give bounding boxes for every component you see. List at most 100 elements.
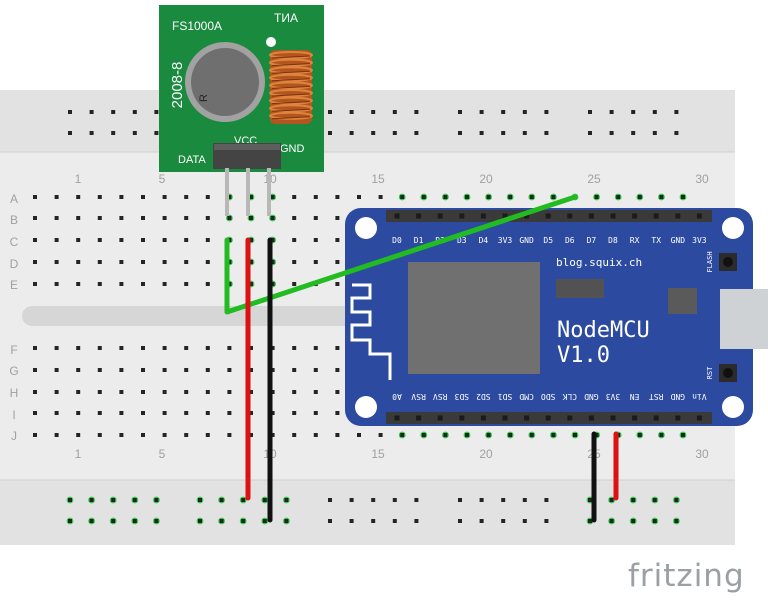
- header-pin: [567, 415, 573, 421]
- hole: [551, 195, 556, 199]
- hole: [141, 195, 145, 199]
- hole: [249, 260, 253, 264]
- board-title: NodeMCU: [557, 318, 650, 343]
- hole: [522, 110, 527, 114]
- hole: [54, 216, 59, 220]
- hole: [357, 433, 361, 437]
- hole: [486, 433, 491, 437]
- bottom-pin-label: CLK: [562, 392, 577, 401]
- hole: [205, 216, 210, 220]
- top-pin-label: RX: [630, 236, 640, 245]
- hole: [141, 411, 145, 415]
- header-pin: [545, 415, 551, 421]
- hole: [335, 390, 340, 394]
- hole: [76, 282, 81, 286]
- hole: [631, 110, 636, 114]
- hole: [637, 433, 642, 437]
- hole: [479, 131, 484, 135]
- hole: [292, 390, 297, 394]
- hole: [111, 110, 116, 114]
- hole: [141, 390, 145, 394]
- hole: [119, 238, 124, 242]
- hole: [54, 390, 59, 394]
- hole: [458, 498, 462, 502]
- hole: [54, 260, 59, 264]
- hole: [141, 282, 145, 286]
- hole: [371, 519, 376, 523]
- hole: [97, 411, 102, 415]
- hole: [414, 110, 419, 114]
- hole: [371, 131, 376, 135]
- hole: [313, 368, 318, 372]
- hole: [154, 110, 159, 114]
- header-pin: [696, 415, 702, 421]
- hole: [205, 260, 210, 264]
- top-pin-label: D8: [608, 236, 618, 245]
- header-pin: [416, 213, 422, 219]
- header-pin: [653, 213, 659, 219]
- hole: [119, 346, 124, 350]
- hole: [292, 195, 297, 199]
- hole: [184, 195, 189, 199]
- hole: [637, 195, 642, 199]
- hole: [132, 498, 137, 502]
- hole: [68, 131, 72, 135]
- hole: [479, 498, 484, 502]
- hole: [249, 390, 253, 394]
- header-pin: [567, 213, 573, 219]
- hole: [465, 195, 469, 199]
- hole: [54, 238, 59, 242]
- hole: [414, 131, 419, 135]
- hole: [76, 216, 81, 220]
- col-num-bottom: 1: [75, 447, 82, 461]
- hole: [184, 216, 189, 220]
- hole: [89, 110, 94, 114]
- hole: [652, 131, 657, 135]
- mount-hole: [722, 217, 744, 239]
- hole: [132, 519, 137, 523]
- hole: [227, 195, 232, 199]
- hole: [681, 195, 685, 199]
- row-letter: B: [10, 213, 18, 227]
- hole: [76, 390, 81, 394]
- hole: [616, 195, 621, 199]
- hole: [76, 368, 81, 372]
- bottom-pin-label: GND: [670, 392, 685, 401]
- transmitter-pin: [225, 168, 229, 216]
- hole: [249, 238, 253, 242]
- hole: [33, 195, 37, 199]
- hole: [479, 110, 484, 114]
- hole: [335, 260, 340, 264]
- hole: [292, 238, 297, 242]
- micro-usb-connector: [720, 289, 768, 349]
- hole: [501, 498, 506, 502]
- rst-label: RST: [706, 366, 714, 379]
- hole: [154, 131, 159, 135]
- header-pin: [437, 213, 443, 219]
- col-num-top: 5: [159, 172, 166, 186]
- hole: [162, 216, 167, 220]
- column-numbers-bottom: 1 5 10 15 20 25 30: [75, 447, 709, 461]
- board-version: V1.0: [557, 343, 610, 368]
- hole: [486, 195, 491, 199]
- hole: [392, 131, 397, 135]
- col-num-top: 15: [371, 172, 385, 186]
- hole: [97, 282, 102, 286]
- hole: [313, 346, 318, 350]
- hole: [33, 282, 37, 286]
- row-letter: H: [10, 386, 19, 400]
- hole: [631, 498, 636, 502]
- hole: [465, 433, 469, 437]
- hole: [162, 346, 167, 350]
- hole: [392, 519, 397, 523]
- hole: [508, 195, 513, 199]
- col-num-top: 25: [587, 172, 601, 186]
- bottom-pin-label: RSV: [411, 392, 426, 401]
- hole: [89, 519, 94, 523]
- hole: [349, 519, 354, 523]
- hole: [609, 110, 614, 114]
- bottom-pin-label: SD1: [498, 392, 513, 401]
- hole: [162, 282, 167, 286]
- hole: [141, 238, 145, 242]
- hole: [270, 368, 275, 372]
